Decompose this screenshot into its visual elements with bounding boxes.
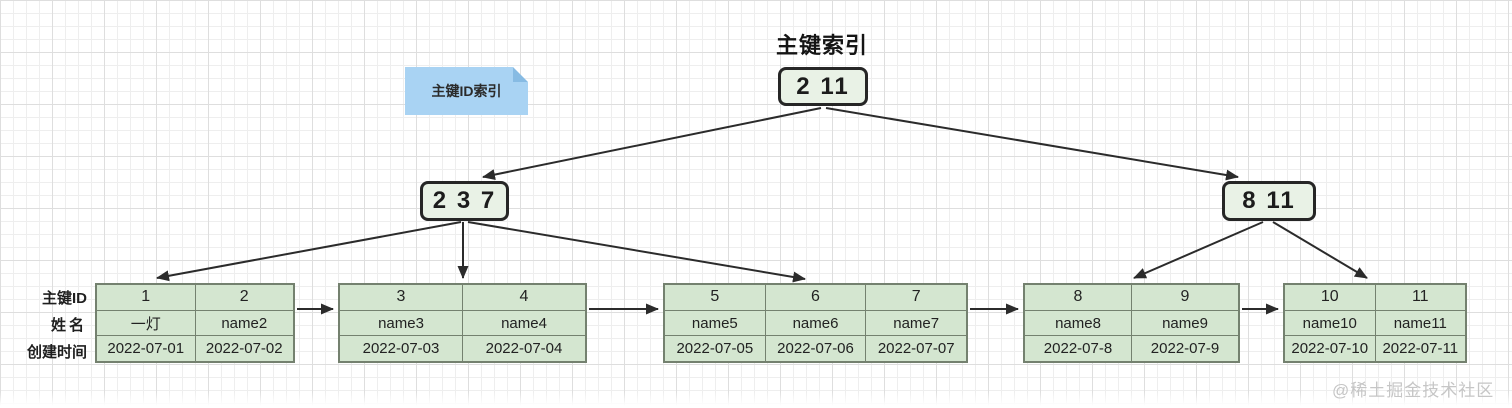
row-label-name: 姓名	[50, 317, 87, 334]
cell-name: name3	[340, 310, 463, 336]
table-row: name10 name11	[1285, 310, 1465, 337]
arrow-root-to-right-node	[825, 107, 1239, 181]
table-row: 2022-07-8 2022-07-9	[1025, 336, 1238, 362]
cell-name: name11	[1393, 314, 1447, 332]
cell-name: 一灯	[97, 310, 196, 336]
cell-date: 2022-07-02	[205, 340, 283, 358]
diagram-title: 主键索引	[775, 33, 868, 58]
cell-name: name9	[1162, 314, 1208, 332]
cell-name: name8	[1025, 310, 1132, 336]
cell-date: 2022-07-03	[340, 336, 463, 362]
row-label-created: 创建时间	[26, 344, 87, 361]
arrow-leftnode-to-leaf1	[156, 221, 462, 282]
cell-date: 2022-07-06	[766, 336, 867, 362]
sticky-note: 主键ID索引	[405, 67, 528, 115]
cell-name: name2	[221, 314, 268, 332]
table-row: 一灯 name2	[97, 310, 293, 337]
cell-date: 2022-07-07	[877, 340, 955, 358]
cell-date: 2022-07-8	[1025, 336, 1132, 362]
cell-date: 2022-07-05	[665, 336, 766, 362]
row-label-primary-key: 主键ID	[41, 290, 87, 307]
watermark: @稀土掘金技术社区	[1332, 381, 1495, 400]
cell-id: 2	[239, 288, 249, 306]
table-row: 1 2	[97, 285, 293, 311]
root-node: 2 11	[778, 67, 868, 106]
table-row: 3 4	[340, 285, 585, 311]
arrow-root-to-left-node	[482, 107, 822, 180]
table-row: 2022-07-03 2022-07-04	[340, 336, 585, 362]
cell-id: 6	[766, 285, 867, 310]
cell-id: 4	[519, 288, 529, 306]
table-row: 2022-07-10 2022-07-11	[1285, 336, 1465, 362]
cell-name: name5	[665, 310, 766, 336]
internal-node-right: 8 11	[1222, 181, 1316, 221]
table-row: 8 9	[1025, 285, 1238, 311]
table-row: name5 name6 name7	[665, 310, 966, 337]
leaf-table-2: 3 4 name3 name4 2022-07-03 2022-07-04	[338, 283, 587, 363]
cell-date: 2022-07-9	[1150, 340, 1220, 358]
internal-node-left: 2 3 7	[420, 181, 509, 221]
arrow-rightnode-to-leaf4	[1133, 221, 1264, 279]
table-row: 10 11	[1285, 285, 1465, 311]
cell-date: 2022-07-10	[1285, 336, 1376, 362]
cell-name: name6	[766, 310, 867, 336]
arrow-leftnode-to-leaf3	[467, 221, 806, 283]
cell-date: 2022-07-11	[1382, 340, 1459, 358]
cell-name: name4	[501, 314, 547, 332]
cell-date: 2022-07-04	[485, 340, 563, 358]
cell-date: 2022-07-01	[97, 336, 196, 362]
leaf-table-5: 10 11 name10 name11 2022-07-10 2022-07-1…	[1283, 283, 1467, 363]
cell-id: 7	[911, 288, 921, 306]
table-row: 2022-07-01 2022-07-02	[97, 336, 293, 362]
cell-id: 9	[1180, 288, 1190, 306]
cell-id: 1	[97, 285, 196, 310]
table-row: name3 name4	[340, 310, 585, 337]
cell-id: 10	[1285, 285, 1376, 310]
cell-id: 11	[1411, 288, 1429, 306]
leaf-table-4: 8 9 name8 name9 2022-07-8 2022-07-9	[1023, 283, 1240, 363]
leaf-table-3: 5 6 7 name5 name6 name7 2022-07-05 2022-…	[663, 283, 968, 363]
cell-name: name10	[1285, 310, 1376, 336]
leaf-table-1: 1 2 一灯 name2 2022-07-01 2022-07-02	[95, 283, 295, 363]
cell-name: name7	[893, 314, 940, 332]
cell-id: 3	[340, 285, 463, 310]
table-row: 2022-07-05 2022-07-06 2022-07-07	[665, 336, 966, 362]
cell-id: 5	[665, 285, 766, 310]
arrow-rightnode-to-leaf5	[1272, 221, 1368, 279]
sticky-note-label: 主键ID索引	[431, 83, 502, 99]
cell-id: 8	[1025, 285, 1132, 310]
table-row: 5 6 7	[665, 285, 966, 311]
table-row: name8 name9	[1025, 310, 1238, 337]
